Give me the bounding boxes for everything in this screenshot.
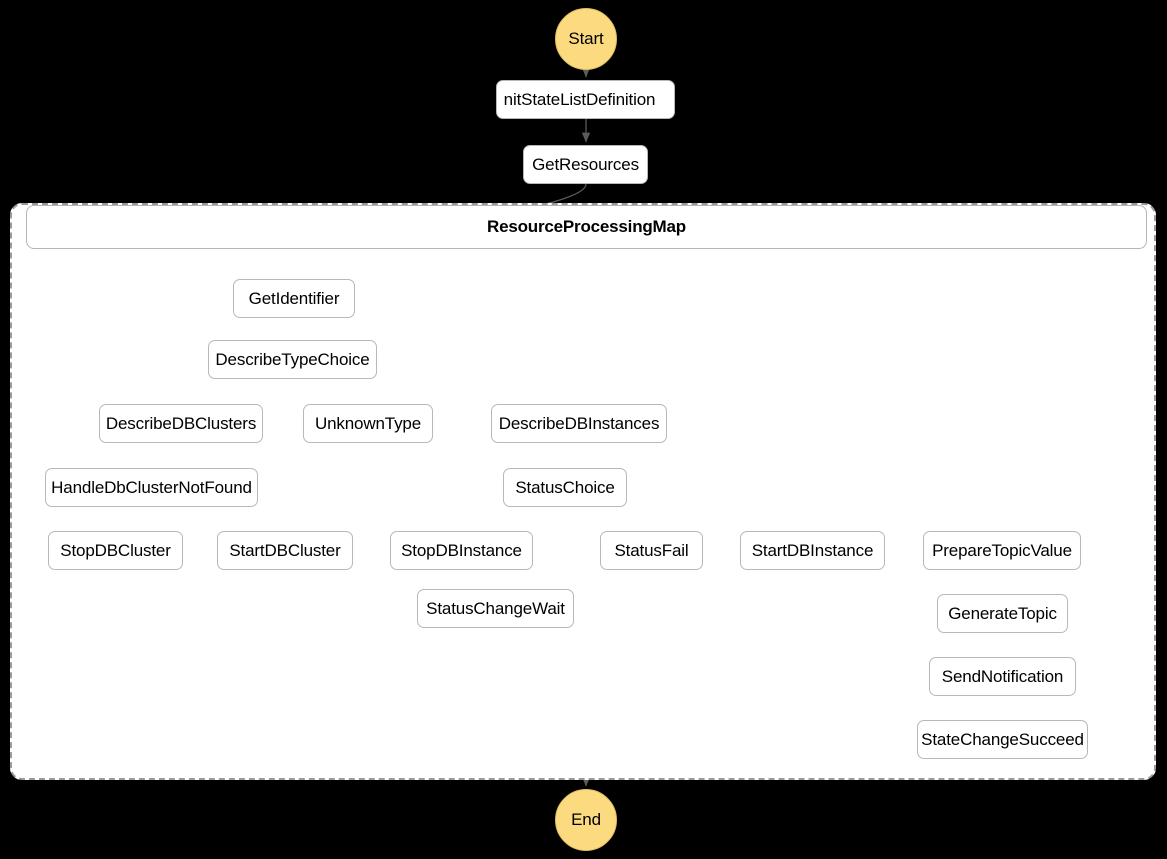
terminal-end[interactable]: End [555, 789, 617, 851]
node-getidentifier[interactable]: GetIdentifier [233, 279, 355, 318]
node-generatetopic[interactable]: GenerateTopic [937, 594, 1068, 633]
node-label: DescribeDBInstances [498, 413, 660, 433]
node-label: PrepareTopicValue [932, 540, 1072, 560]
node-unknowntype[interactable]: UnknownType [303, 404, 433, 443]
node-statechangesucceed[interactable]: StateChangeSucceed [917, 720, 1088, 759]
node-label: StatusChoice [515, 477, 615, 497]
node-label: nitStateListDefinition [503, 89, 656, 109]
map-title: ResourceProcessingMap [487, 217, 686, 236]
node-label: DescribeDBClusters [105, 413, 257, 433]
node-stopdbinstance[interactable]: StopDBInstance [390, 531, 533, 570]
node-describedbclusters[interactable]: DescribeDBClusters [99, 404, 263, 443]
terminal-end-label: End [571, 810, 601, 829]
node-label: DescribeTypeChoice [215, 349, 370, 369]
node-label: StatusChangeWait [426, 598, 565, 618]
node-describetypechoice[interactable]: DescribeTypeChoice [208, 340, 377, 379]
node-initstatelistdefinition[interactable]: nitStateListDefinition [496, 80, 675, 119]
node-label: StartDBCluster [229, 540, 341, 560]
node-statuschoice[interactable]: StatusChoice [503, 468, 627, 507]
node-label: StopDBCluster [60, 540, 171, 560]
node-startdbinstance[interactable]: StartDBInstance [740, 531, 885, 570]
node-label: GetResources [532, 154, 639, 174]
node-describedbinstances[interactable]: DescribeDBInstances [491, 404, 667, 443]
node-label: HandleDbClusterNotFound [51, 477, 252, 497]
node-label: UnknownType [314, 413, 422, 433]
node-statusfail[interactable]: StatusFail [600, 531, 703, 570]
node-label: GetIdentifier [248, 288, 340, 308]
node-label: StopDBInstance [401, 540, 522, 560]
node-stopdbcluster[interactable]: StopDBCluster [48, 531, 183, 570]
node-label: StateChangeSucceed [921, 729, 1084, 749]
terminal-start-label: Start [568, 29, 604, 48]
node-label: StartDBInstance [751, 540, 874, 560]
terminal-start[interactable]: Start [555, 8, 617, 70]
node-label: StatusFail [614, 540, 689, 560]
node-label: SendNotification [941, 666, 1064, 686]
node-getresources[interactable]: GetResources [523, 145, 648, 184]
node-handledbclusternotfound[interactable]: HandleDbClusterNotFound [45, 468, 258, 507]
node-label: GenerateTopic [948, 603, 1057, 623]
node-preparetopicvalue[interactable]: PrepareTopicValue [923, 531, 1081, 570]
node-startdbcluster[interactable]: StartDBCluster [217, 531, 353, 570]
node-sendnotification[interactable]: SendNotification [929, 657, 1076, 696]
map-header-resourceprocessingmap: ResourceProcessingMap [26, 205, 1147, 249]
node-statuschangewait[interactable]: StatusChangeWait [417, 589, 574, 628]
